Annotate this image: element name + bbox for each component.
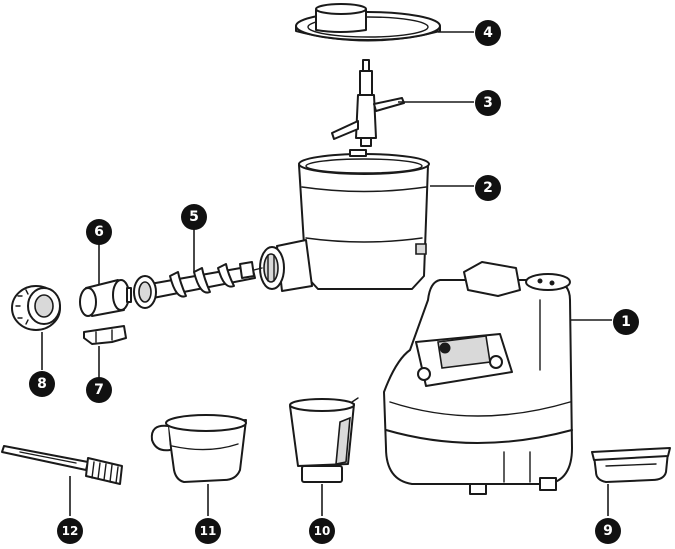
callout-8-label: 8 xyxy=(37,376,47,392)
callout-1: 1 xyxy=(613,309,639,335)
callout-7-label: 7 xyxy=(94,382,104,398)
bowl-part xyxy=(259,149,430,292)
callout-3-label: 3 xyxy=(483,95,493,111)
callout-4-label: 4 xyxy=(483,25,493,41)
callout-6: 6 xyxy=(86,219,112,245)
motor-base-part xyxy=(383,261,573,495)
callout-5: 5 xyxy=(181,204,207,230)
lid-part xyxy=(295,3,441,42)
callout-12-label: 12 xyxy=(62,524,79,538)
auger-part xyxy=(133,261,263,309)
juice-cup-part xyxy=(289,397,359,483)
callout-2-label: 2 xyxy=(483,180,493,196)
callout-11: 11 xyxy=(195,518,221,544)
callout-7: 7 xyxy=(86,377,112,403)
strainer-part xyxy=(79,279,132,317)
callout-9: 9 xyxy=(595,518,621,544)
measuring-jug-part xyxy=(150,414,247,483)
blade-part xyxy=(331,59,405,147)
callout-9-label: 9 xyxy=(603,523,613,539)
callout-1-label: 1 xyxy=(621,314,631,330)
callout-2: 2 xyxy=(475,175,501,201)
cleaning-brush-part xyxy=(1,445,123,485)
callout-6-label: 6 xyxy=(94,224,104,240)
clip-part xyxy=(83,325,127,345)
callout-5-label: 5 xyxy=(189,209,199,225)
leader-lines xyxy=(41,31,612,516)
pulp-tray-part xyxy=(591,447,671,483)
callout-11-label: 11 xyxy=(200,524,217,538)
ring-nut-part xyxy=(11,285,61,331)
callout-12: 12 xyxy=(57,518,83,544)
callout-8: 8 xyxy=(29,371,55,397)
callout-10: 10 xyxy=(309,518,335,544)
callout-10-label: 10 xyxy=(314,524,331,538)
callout-4: 4 xyxy=(475,20,501,46)
callout-3: 3 xyxy=(475,90,501,116)
